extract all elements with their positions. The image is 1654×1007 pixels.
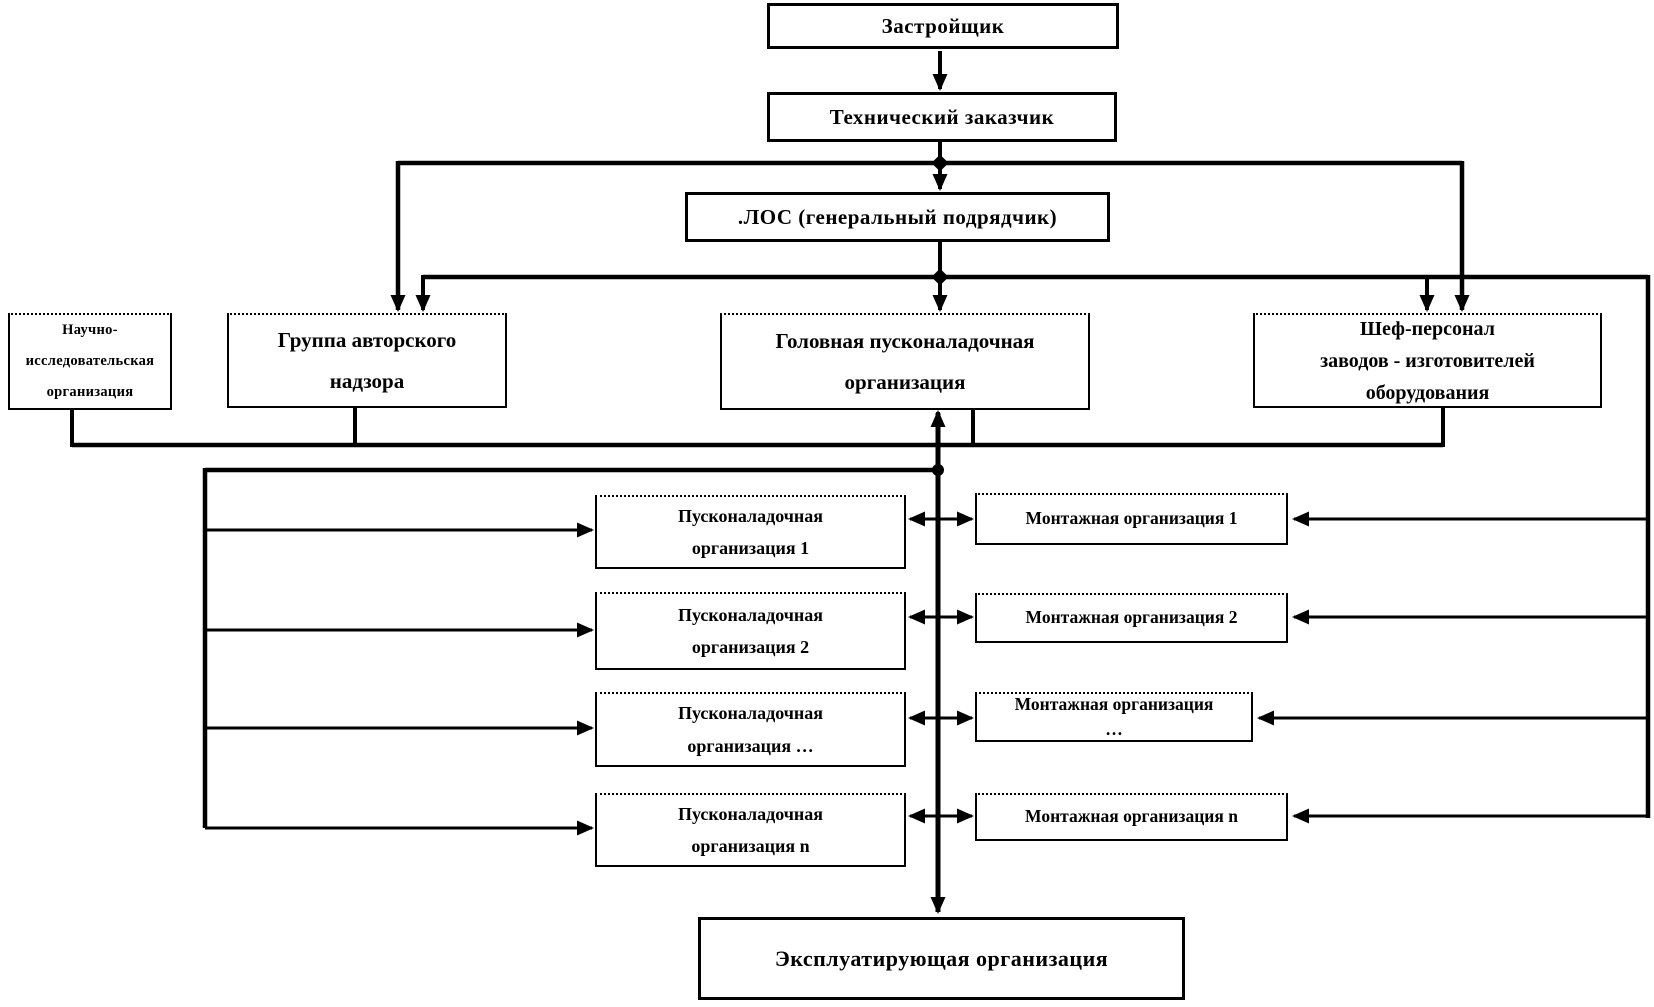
edge-group [70, 51, 1651, 914]
node-commissioning-2: Пусконаладочная организация 2 [595, 592, 906, 670]
node-developer-label: Застройщик [881, 13, 1005, 38]
node-installation-1-label: Монтажная организация 1 [1025, 508, 1238, 529]
node-developer: Застройщик [767, 3, 1119, 49]
node-commissioning-n-label: Пусконаладочная организация n [677, 803, 824, 856]
node-technical-customer: Технический заказчик [767, 92, 1117, 142]
node-commissioning-dots-label: Пусконаладочная организация … [677, 703, 824, 756]
node-installation-dots-label: Монтажная организация … [1014, 693, 1214, 739]
node-commissioning-1-label: Пусконаладочная организация 1 [677, 505, 824, 558]
node-head-commissioning-label: Головная пусконаладочная организация [775, 328, 1035, 394]
node-installation-1: Монтажная организация 1 [975, 493, 1288, 545]
node-installation-n: Монтажная организация n [975, 793, 1288, 841]
node-research-org-label: Научно- исследовательская организация [25, 321, 155, 401]
node-chief-personnel: Шеф-персонал заводов - изготовителей обо… [1253, 313, 1602, 408]
node-installation-2-label: Монтажная организация 2 [1025, 607, 1238, 628]
node-installation-2: Монтажная организация 2 [975, 593, 1288, 643]
junction-los-rail [931, 268, 949, 286]
node-research-org: Научно- исследовательская организация [8, 313, 172, 410]
node-head-commissioning: Головная пусконаладочная организация [720, 313, 1090, 410]
node-design-supervision: Группа авторского надзора [227, 313, 507, 408]
junction-left-rail [932, 464, 944, 476]
node-chief-personnel-label: Шеф-персонал заводов - изготовителей обо… [1320, 317, 1535, 404]
node-design-supervision-label: Группа авторского надзора [277, 327, 457, 393]
node-commissioning-2-label: Пусконаладочная организация 2 [677, 604, 824, 657]
node-commissioning-1: Пусконаладочная организация 1 [595, 495, 906, 569]
node-operating-org: Эксплуатирующая организация [698, 917, 1185, 1000]
node-commissioning-dots: Пусконаладочная организация … [595, 692, 906, 767]
node-general-contractor-label: .ЛОС (генеральный подрядчик) [737, 204, 1058, 229]
node-installation-dots: Монтажная организация … [975, 692, 1253, 742]
node-technical-customer-label: Технический заказчик [829, 104, 1055, 129]
node-operating-org-label: Эксплуатирующая организация [774, 945, 1109, 971]
node-general-contractor: .ЛОС (генеральный подрядчик) [685, 192, 1110, 242]
node-installation-n-label: Монтажная организация n [1025, 806, 1238, 827]
junction-group [931, 154, 949, 476]
junction-tech-rail [931, 154, 949, 172]
node-commissioning-n: Пусконаладочная организация n [595, 793, 906, 867]
